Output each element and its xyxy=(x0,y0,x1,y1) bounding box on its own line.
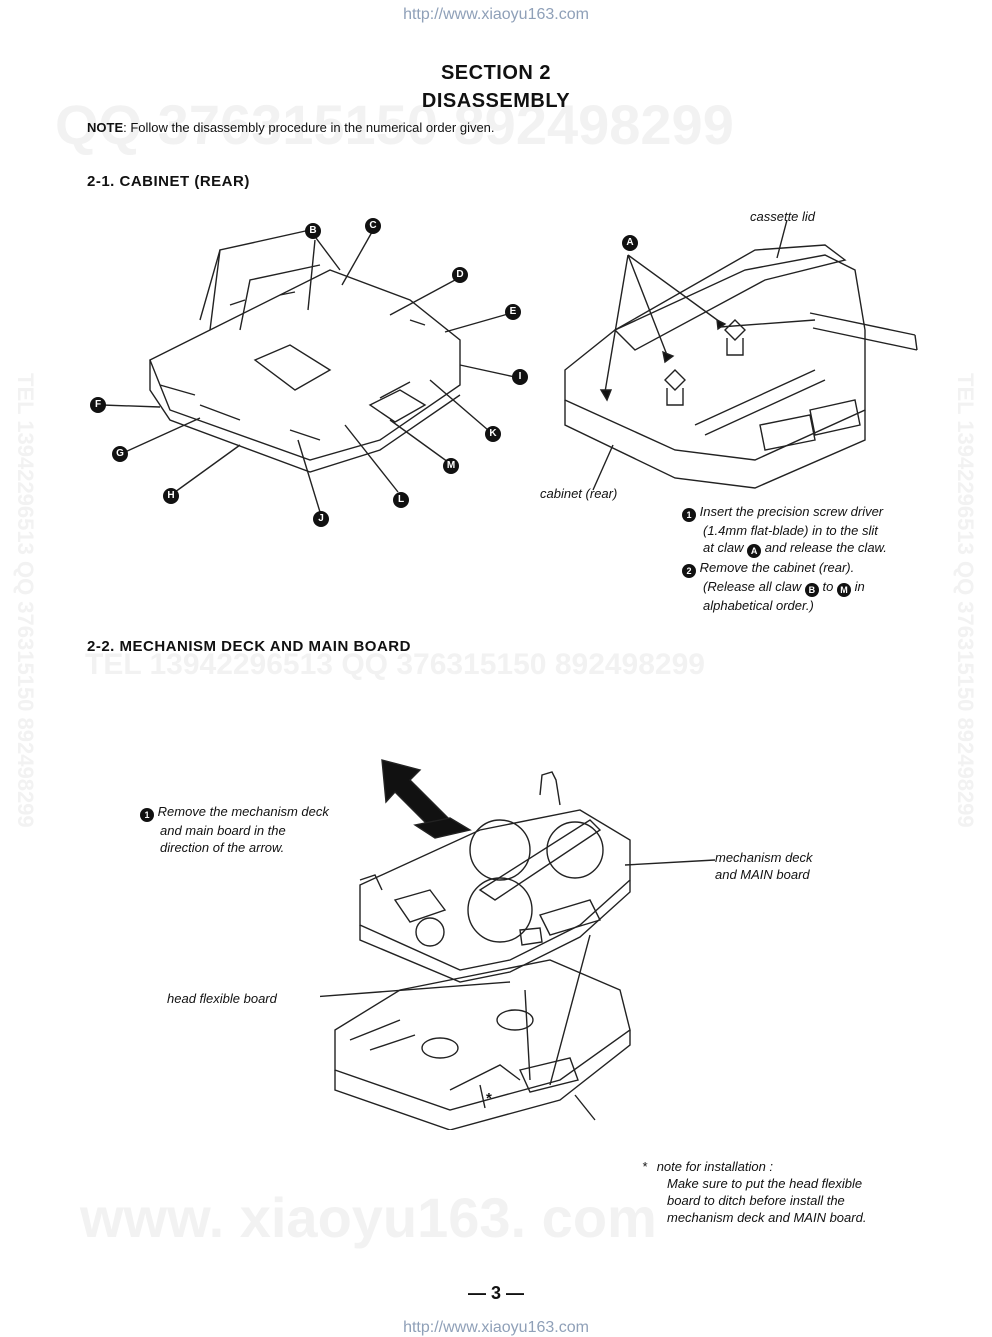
mechanism-step-instructions: 1 Remove the mechanism deck and main boa… xyxy=(140,803,380,856)
step-1-claw-a: A xyxy=(747,544,762,558)
note-text: NOTE: Follow the disassembly procedure i… xyxy=(87,120,495,135)
note-body: : Follow the disassembly procedure in th… xyxy=(123,120,495,135)
step-1-line3-pre: at claw xyxy=(703,540,748,555)
mechanism-step-line2: and main board in the xyxy=(160,823,286,838)
step-2-line2-pre: (Release all claw xyxy=(703,579,805,594)
cassette-lid-diagram xyxy=(564,219,918,491)
header-url[interactable]: http://www.xiaoyu163.com xyxy=(403,6,589,23)
claw-f-label: F xyxy=(90,397,106,413)
step-1-number: 1 xyxy=(682,508,696,522)
mechanism-deck-label-line2: and MAIN board xyxy=(715,867,810,882)
step-2-line2-post: in xyxy=(850,579,865,594)
installation-note: * note for installation : Make sure to p… xyxy=(642,1158,942,1226)
step-2-instructions: 2 Remove the cabinet (rear). (Release al… xyxy=(682,559,942,614)
watermark-left-vertical: TEL 13942296513 QQ 376315150 892498299 xyxy=(13,373,38,828)
claw-h-label: H xyxy=(163,488,179,504)
section-subtitle: DISASSEMBLY xyxy=(421,90,571,112)
step-2-number: 2 xyxy=(682,564,696,578)
note-label: NOTE xyxy=(87,120,124,135)
installation-note-star: * xyxy=(642,1159,648,1174)
step-1-line2: (1.4mm flat-blade) in to the slit xyxy=(703,523,878,538)
claw-b-label: B xyxy=(305,223,321,239)
footer-url[interactable]: http://www.xiaoyu163.com xyxy=(403,1319,589,1336)
step-1-instructions: 1 Insert the precision screw driver (1.4… xyxy=(682,503,942,558)
watermark-right-vertical: TEL 13942296513 QQ 376315150 892498299 xyxy=(953,373,978,828)
mechanism-step-line1: Remove the mechanism deck xyxy=(157,804,329,819)
cabinet-rear-diagram xyxy=(101,229,516,513)
claw-m-label: M xyxy=(443,458,459,474)
mechanism-step-line3: direction of the arrow. xyxy=(160,840,285,855)
watermark-top: QQ 376315150 892498299 xyxy=(55,93,734,156)
section-2-2-heading: 2-2. MECHANISM DECK AND MAIN BOARD xyxy=(87,638,411,655)
claw-i-label: I xyxy=(512,369,528,385)
cassette-lid-label: cassette lid xyxy=(750,209,816,224)
mechanism-step-number: 1 xyxy=(140,808,154,822)
mechanism-deck-label-line1: mechanism deck xyxy=(715,850,813,865)
mechanism-deck-label: mechanism deck and MAIN board xyxy=(715,849,813,883)
head-flexible-board-label: head flexible board xyxy=(167,991,277,1006)
installation-note-line1: note for installation : xyxy=(656,1159,774,1174)
claw-a-label: A xyxy=(622,235,638,251)
step-1-line3-post: and release the claw. xyxy=(761,540,887,555)
section-title: SECTION 2 xyxy=(440,62,552,84)
page-number: — 3 — xyxy=(467,1283,524,1303)
step-2-line2-mid: to xyxy=(818,579,837,594)
claw-j-label: J xyxy=(313,511,329,527)
claw-g-label: G xyxy=(112,446,128,462)
mechanism-deck-diagram xyxy=(320,759,716,1130)
section-2-1-heading: 2-1. CABINET (REAR) xyxy=(87,173,250,190)
claw-l-label: L xyxy=(393,492,409,508)
installation-note-line4: mechanism deck and MAIN board. xyxy=(667,1210,867,1225)
claw-d-label: D xyxy=(452,267,468,283)
watermark-middle: TEL 13942296513 QQ 376315150 892498299 xyxy=(85,648,705,681)
claw-k-label: K xyxy=(485,426,501,442)
step-2-claw-m: M xyxy=(836,583,851,597)
claw-e-label: E xyxy=(505,304,521,320)
step-2-line1: Remove the cabinet (rear). xyxy=(699,560,855,575)
installation-note-line2: Make sure to put the head flexible xyxy=(667,1176,863,1191)
cabinet-rear-label: cabinet (rear) xyxy=(540,486,618,501)
watermark-bottom: www. xiaoyu163. com xyxy=(80,1186,657,1249)
step-2-line3: alphabetical order.) xyxy=(703,598,814,613)
asterisk-marker: * xyxy=(486,1090,492,1107)
claw-c-label: C xyxy=(365,218,381,234)
step-1-line1: Insert the precision screw driver xyxy=(699,504,884,519)
step-2-claw-b: B xyxy=(804,583,819,597)
installation-note-line3: board to ditch before install the xyxy=(667,1193,845,1208)
